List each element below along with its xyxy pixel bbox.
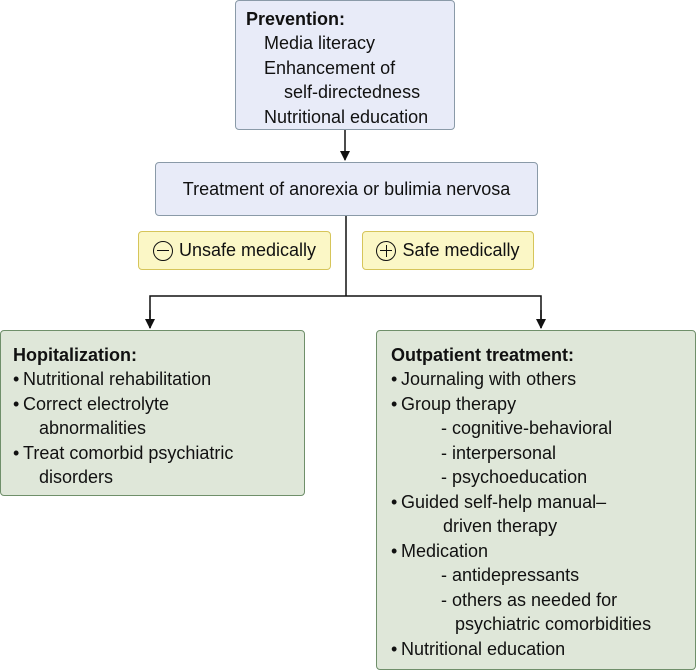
safe-medically-badge: Safe medically xyxy=(362,231,534,270)
prevention-item: Nutritional education xyxy=(264,106,429,127)
branch-line xyxy=(149,295,542,328)
outpatient-item: Guided self-help manual– xyxy=(391,490,695,515)
prevention-box: Prevention: Media literacy Enhancement o… xyxy=(235,0,455,130)
plus-circle-icon xyxy=(376,240,397,261)
hospitalization-title: Hopitalization: xyxy=(13,345,137,365)
outpatient-item: Medication xyxy=(391,539,695,564)
hospitalization-item-cont: abnormalities xyxy=(39,418,147,438)
hospitalization-item: Correct electrolyte xyxy=(13,392,304,417)
outpatient-subitem: - psychoeducation xyxy=(441,467,588,487)
outpatient-subitem: - cognitive-behavioral xyxy=(441,418,613,438)
outpatient-subitem-cont: psychiatric comorbidities xyxy=(455,614,652,634)
hospitalization-item: Treat comorbid psychiatric xyxy=(13,441,304,466)
outpatient-subitem: - antidepressants xyxy=(441,565,580,585)
unsafe-medically-badge: Unsafe medically xyxy=(138,231,331,270)
prevention-title: Prevention: xyxy=(246,9,346,29)
hospitalization-item-cont: disorders xyxy=(39,467,114,487)
outpatient-item: Nutritional education xyxy=(391,637,695,662)
prevention-item: Enhancement of xyxy=(264,57,396,78)
outpatient-subitem: - others as needed for xyxy=(441,589,618,610)
outpatient-box: Outpatient treatment: Journaling with ot… xyxy=(376,330,696,670)
unsafe-label: Unsafe medically xyxy=(178,240,317,260)
treatment-label: Treatment of anorexia or bulimia nervosa xyxy=(182,178,511,199)
hospitalization-item: Nutritional rehabilitation xyxy=(13,367,304,392)
treatment-box: Treatment of anorexia or bulimia nervosa xyxy=(155,162,538,216)
prevention-item: Media literacy xyxy=(264,33,376,53)
minus-circle-icon xyxy=(152,240,173,261)
outpatient-title: Outpatient treatment: xyxy=(391,345,575,365)
outpatient-item-cont: driven therapy xyxy=(443,516,558,536)
outpatient-item: Group therapy xyxy=(391,392,695,417)
outpatient-subitem: - interpersonal xyxy=(441,442,557,463)
hospitalization-box: Hopitalization: Nutritional rehabilitati… xyxy=(0,330,305,496)
prevention-item: self-directedness xyxy=(284,82,421,102)
outpatient-item: Journaling with others xyxy=(391,367,695,392)
safe-label: Safe medically xyxy=(402,240,520,260)
